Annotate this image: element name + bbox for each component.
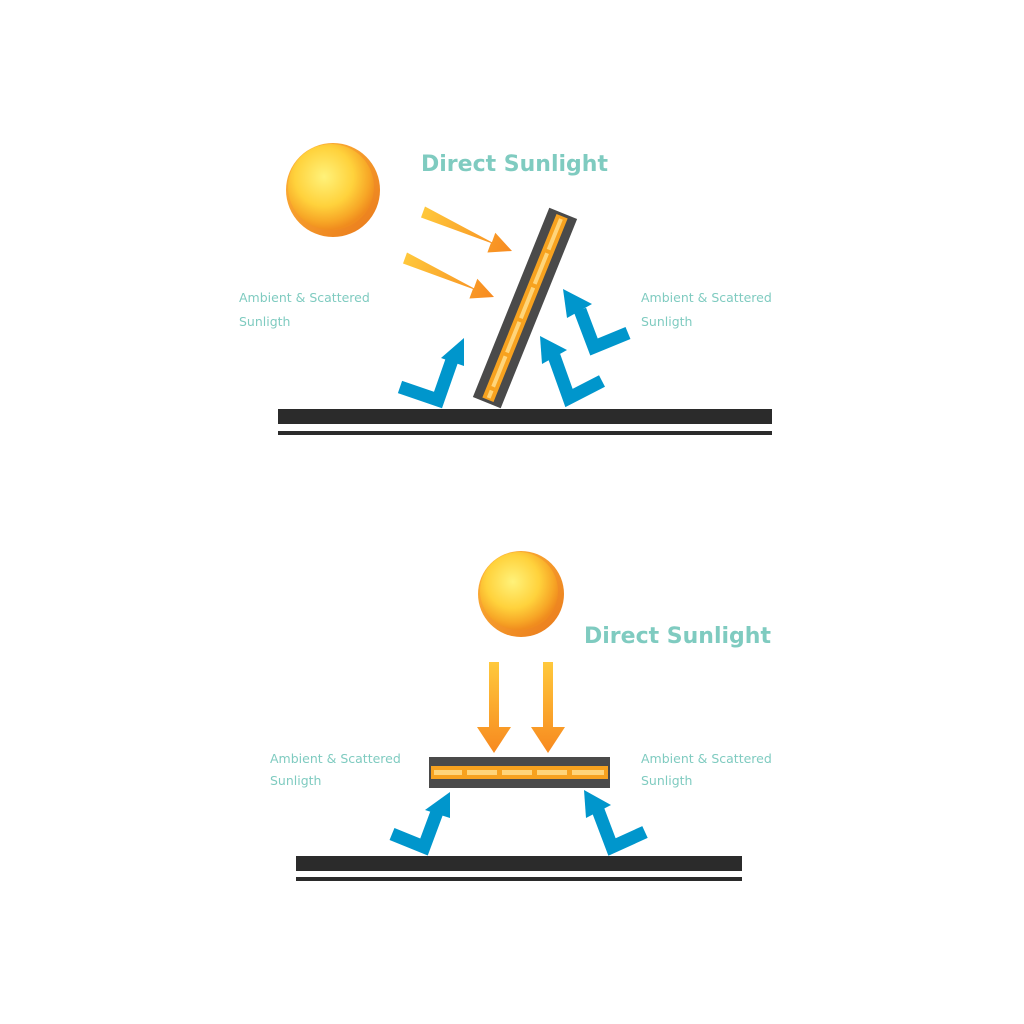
ambient-label-line: Sunligth xyxy=(239,314,291,329)
scene-flat-panel xyxy=(296,551,742,881)
ambient-label-line: Ambient & Scattered xyxy=(239,290,370,305)
ambient-arrow xyxy=(389,792,450,856)
sun-icon xyxy=(286,143,380,237)
solar-panel xyxy=(429,757,610,788)
solar-panel xyxy=(472,207,578,409)
ambient-label-line: Sunligth xyxy=(641,773,693,788)
direct-sunlight-label: Direct Sunlight xyxy=(584,624,771,649)
ground xyxy=(278,409,772,435)
ambient-label-line: Sunligth xyxy=(641,314,693,329)
direct-sunlight-arrow xyxy=(421,206,512,253)
ambient-label-line: Sunligth xyxy=(270,773,322,788)
direct-sunlight-arrow xyxy=(403,252,494,299)
ambient-label-right: Ambient & Scattered Sunligth xyxy=(641,748,772,792)
sun-icon xyxy=(478,551,564,637)
ambient-label-line: Ambient & Scattered xyxy=(641,751,772,766)
ambient-label-line: Ambient & Scattered xyxy=(270,751,401,766)
direct-sunlight-arrow xyxy=(531,662,565,753)
ambient-arrow xyxy=(563,289,631,356)
ambient-arrow xyxy=(397,338,464,409)
direct-sunlight-arrow xyxy=(477,662,511,753)
ambient-label-left: Ambient & Scattered Sunligth xyxy=(270,748,401,792)
ambient-label-left: Ambient & Scattered Sunligth xyxy=(239,286,370,334)
ambient-arrow xyxy=(540,336,605,408)
ambient-label-right: Ambient & Scattered Sunligth xyxy=(641,286,772,334)
scene-tilted-panel xyxy=(278,143,772,435)
ground xyxy=(296,856,742,881)
direct-sunlight-label: Direct Sunlight xyxy=(421,152,608,177)
ambient-label-line: Ambient & Scattered xyxy=(641,290,772,305)
ambient-arrow xyxy=(584,790,648,856)
